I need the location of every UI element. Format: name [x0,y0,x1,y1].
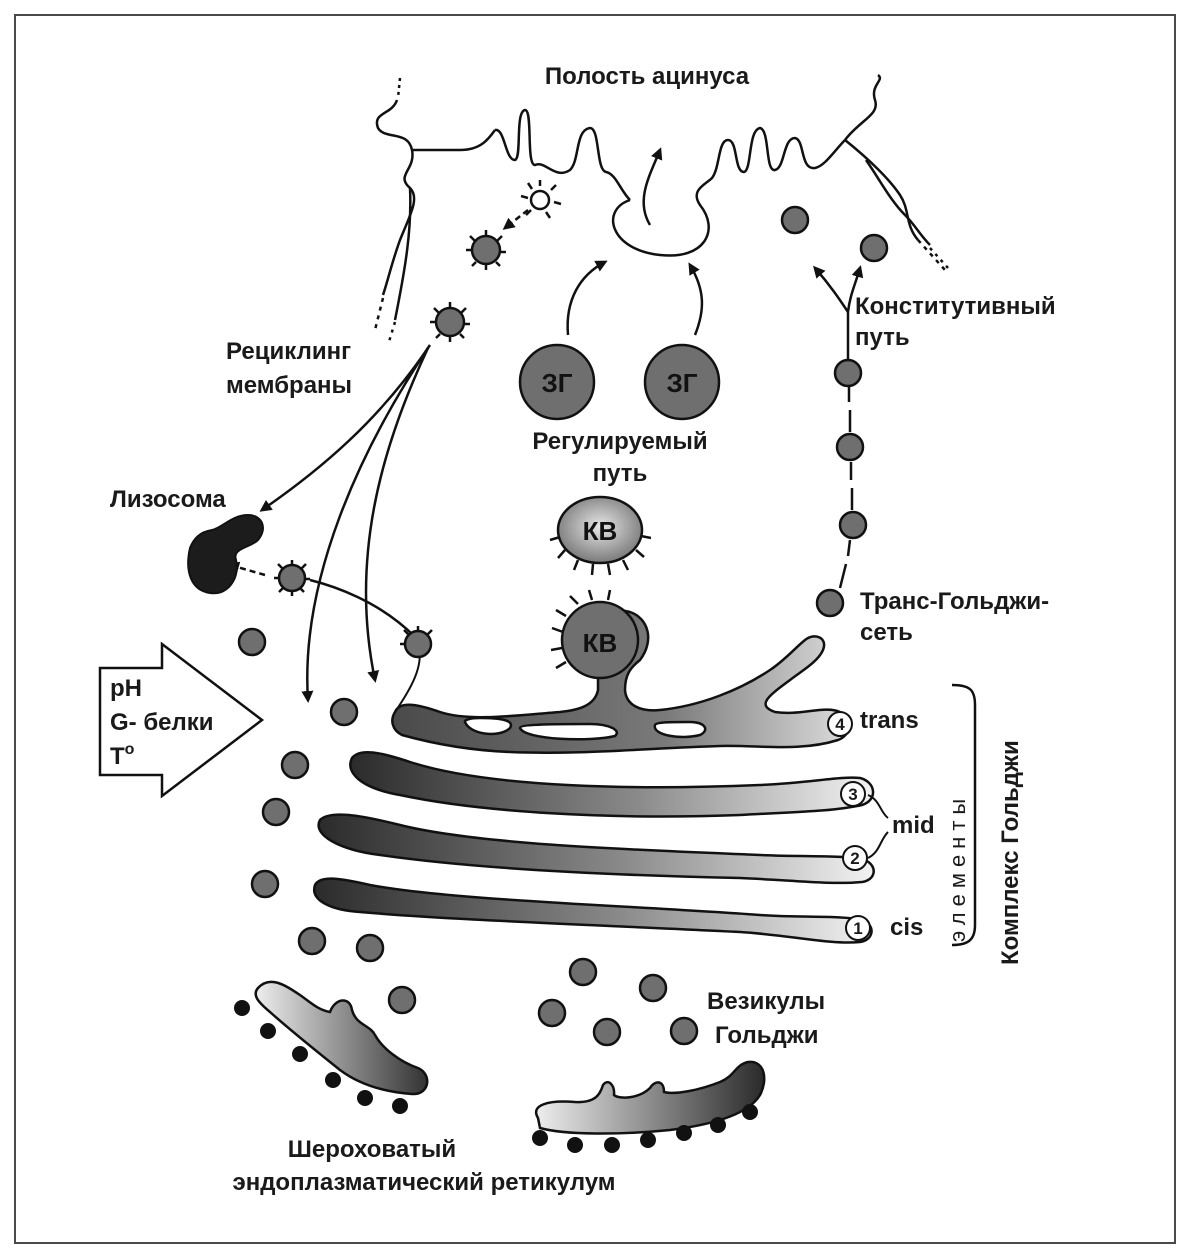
zymogen-granule-1-label: ЗГ [541,368,572,398]
cisterna-2-number: 2 [850,849,859,868]
constitutive-vesicles [782,207,887,616]
acinus-cavity-label: Полость ацинуса [545,63,750,90]
mid-label: mid [892,812,935,839]
cis-label: cis [890,914,923,941]
regulated-arrow-2 [690,265,702,335]
lysosome [188,515,263,593]
golgi-complex-label: Комплекс Гольджи [997,740,1024,965]
exocytosis-arrow [644,150,660,225]
elements-label: элементы [945,793,970,942]
recycling-arrow-1 [505,210,528,228]
constitutive-path-line [815,268,860,588]
recycling-label-2: мембраны [226,372,352,399]
condensing-vacuole-1-label: КВ [583,516,618,546]
golgi-vesicles-label-2: Гольджи [715,1022,818,1049]
regulated-arrow-1 [568,262,605,335]
lysosome-label: Лизосома [110,486,226,513]
trans-label: trans [860,707,919,734]
regulated-label-1: Регулируемый [532,428,707,455]
factor-g-proteins: G- белки [110,709,214,736]
rough-er-label-1: Шероховатый [288,1136,456,1163]
factor-ph: pH [110,675,142,702]
cisterna-3-mid [350,752,873,816]
constitutive-label-2: путь [855,324,910,351]
condensing-vacuole-2-label: КВ [583,628,618,658]
cisterna-2-mid [319,815,874,883]
cisterna-4-number: 4 [835,715,845,734]
rough-er-label-2: эндоплазматический ретикулум [232,1169,615,1196]
cisterna-numbers [828,712,870,940]
recycling-label-1: Рециклинг [226,338,351,365]
cisterna-1-cis [314,879,871,943]
trans-golgi-label-1: Транс-Гольджи- [860,588,1049,615]
cisterna-1-number: 1 [853,919,862,938]
coated-vesicle-3 [274,560,310,596]
regulated-label-2: путь [593,460,648,487]
zymogen-granule-2-label: ЗГ [666,368,697,398]
coated-vesicle-2 [430,302,470,342]
rough-er-right [532,1062,764,1153]
mid-bracket [868,795,888,858]
trans-golgi-label-2: сеть [860,619,913,646]
coated-bud-trans [400,626,432,657]
golgi-vesicles-label-1: Везикулы [707,988,825,1015]
cisterna-3-number: 3 [848,785,857,804]
coated-vesicle-1 [466,230,506,270]
constitutive-label-1: Конститутивный [855,293,1056,320]
